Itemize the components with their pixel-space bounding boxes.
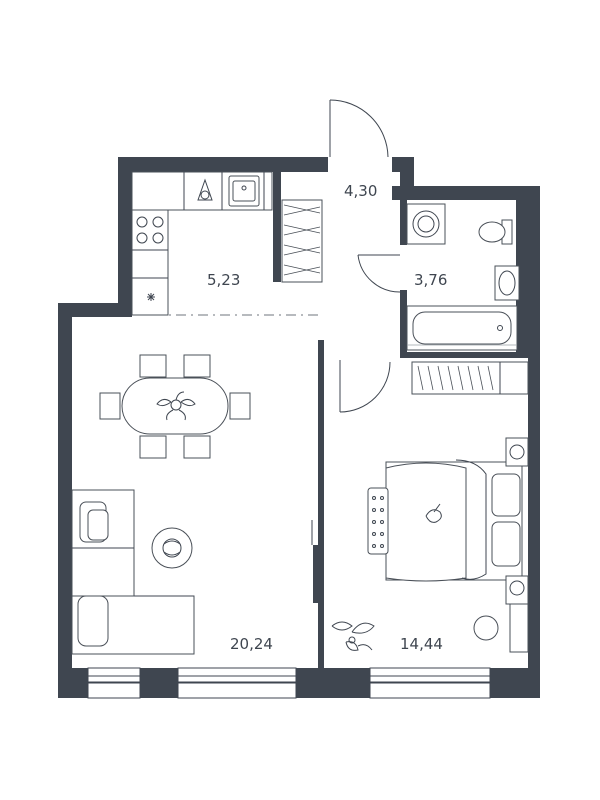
sofa [71, 489, 195, 655]
bathroom-furniture [406, 203, 520, 351]
kitchen-area-label: 5,23 [207, 271, 240, 289]
plant-icon [156, 391, 196, 421]
hall-area-label: 4,30 [344, 182, 377, 200]
bathroom-area-label: 3,76 [414, 271, 447, 289]
windows [87, 667, 491, 699]
dining-table [99, 354, 251, 459]
snowflake-icon [147, 293, 155, 301]
bed [385, 437, 529, 605]
bench [367, 487, 389, 555]
bedroom-area-label: 14,44 [400, 635, 443, 653]
hall-wardrobe [281, 199, 323, 283]
coffee-table [151, 527, 193, 569]
doors [311, 99, 401, 545]
plant-icon [425, 503, 442, 523]
bedroom-desk [473, 603, 529, 653]
plant-icon [331, 621, 375, 651]
bedroom-wardrobe [411, 361, 529, 395]
living-area-label: 20,24 [230, 635, 273, 653]
kitchen-furniture [131, 171, 273, 316]
